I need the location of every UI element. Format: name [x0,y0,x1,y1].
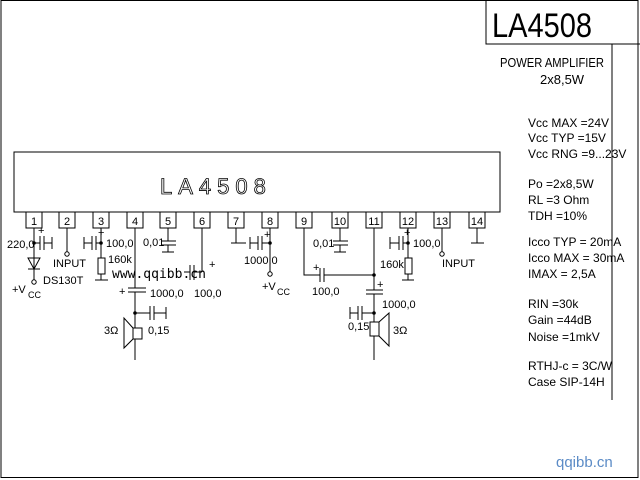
title-box [485,0,640,45]
spec-line: Icco TYP = 20mA [528,235,621,249]
cap-label: 220,0 [7,239,35,251]
cap-label: 100,0 [106,238,134,250]
vcc-label: +V [262,281,276,293]
pin-13: 13 [433,211,451,229]
spec-line: Vcc TYP =15V [528,131,606,145]
junction-dots [32,241,410,315]
pin-number: 11 [368,216,379,228]
plus-sign: + [38,225,44,237]
spec-line: Case SIP-14H [528,375,605,389]
pin-2: 2 [58,211,76,229]
pin-number: 5 [165,216,171,228]
wiring [27,228,484,360]
spec-line: Gain =44dB [528,313,592,327]
spec-line: RTHJ-c = 3C/W [528,359,613,373]
chip-body [13,151,501,213]
plus-sign: + [119,286,125,298]
pin-10: 10 [331,211,349,229]
plus-sign: + [404,227,410,239]
input-label: INPUT [53,258,86,270]
spec-line: Icco MAX = 30mA [528,251,624,265]
cap-label: 0,01 [313,238,334,250]
pin-3: 3 [92,211,110,229]
pin-number: 9 [301,216,307,228]
pin-number: 2 [64,216,70,228]
pin-6: 6 [193,211,211,229]
spec-line: RIN =30k [528,297,579,311]
pin-number: 7 [233,216,239,228]
component-labels: 220,0 + DS130T +V CC INPUT 100,0 + 160k … [7,225,475,337]
spec-line: IMAX = 2,5A [528,267,596,281]
pin-number: 13 [436,216,448,228]
pin-14: 14 [468,211,486,229]
cap-label: 100,0 [312,286,340,298]
pin-number: 14 [471,216,483,228]
vcc-label: +V [12,284,26,296]
pin-12: 12 [399,211,417,229]
cap-label: 0,15 [148,325,169,337]
spec-line: TDH =10% [528,209,587,223]
cap-label: 1000,0 [244,255,278,267]
pin-number: 6 [199,216,205,228]
power-rating: 2x8,5W [540,72,585,87]
spec-line: Noise =1mkV [528,330,600,344]
speaker-label: 3Ω [393,325,407,337]
resistor-label: 160k [108,254,132,266]
pin-8: 8 [261,211,279,229]
cap-label: 1000,0 [382,299,416,311]
spec-line: RL =3 Ohm [528,193,589,207]
pin-9: 9 [295,211,313,229]
diode-label: DS130T [43,275,84,287]
cap-label: 0,01 [143,237,164,249]
chip-label: LA4508 [160,174,272,199]
plus-sign: + [313,262,319,274]
pin-number: 10 [334,216,346,228]
spec-line: Vcc RNG =9...23V [528,147,626,161]
cap-label: 100,0 [413,238,441,250]
pin-7: 7 [227,211,245,229]
pin-4: 4 [126,211,144,229]
spec-line: Po =2x8,5W [528,177,594,191]
pin-number: 8 [267,216,273,228]
resistor-label: 160k [380,259,404,271]
plus-sign: + [377,279,383,291]
cap-label: 0,15 [348,321,369,333]
input-label: INPUT [442,258,475,270]
pin-number: 4 [132,216,138,228]
pin-number: 3 [98,216,104,228]
vcc-sub: CC [28,290,41,300]
cap-label: 1000,0 [150,288,184,300]
subtitle: POWER AMPLIFIER [500,55,604,70]
watermark: www.qqibb.cn [112,267,206,282]
plus-sign: + [209,259,215,271]
plus-sign: + [98,227,104,239]
cap-label: 100,0 [194,288,222,300]
pin-5: 5 [159,211,177,229]
plus-sign: + [264,229,270,241]
vcc-sub: CC [277,287,290,297]
footer-site: qqibb.cn [556,454,613,471]
pin-11: 11 [365,211,383,229]
speaker-label: 3Ω [104,325,118,337]
spec-line: Vcc MAX =24V [528,116,609,130]
pin-number: 12 [402,216,414,228]
part-title: LA4508 [492,7,592,45]
pin-number: 1 [31,216,37,228]
